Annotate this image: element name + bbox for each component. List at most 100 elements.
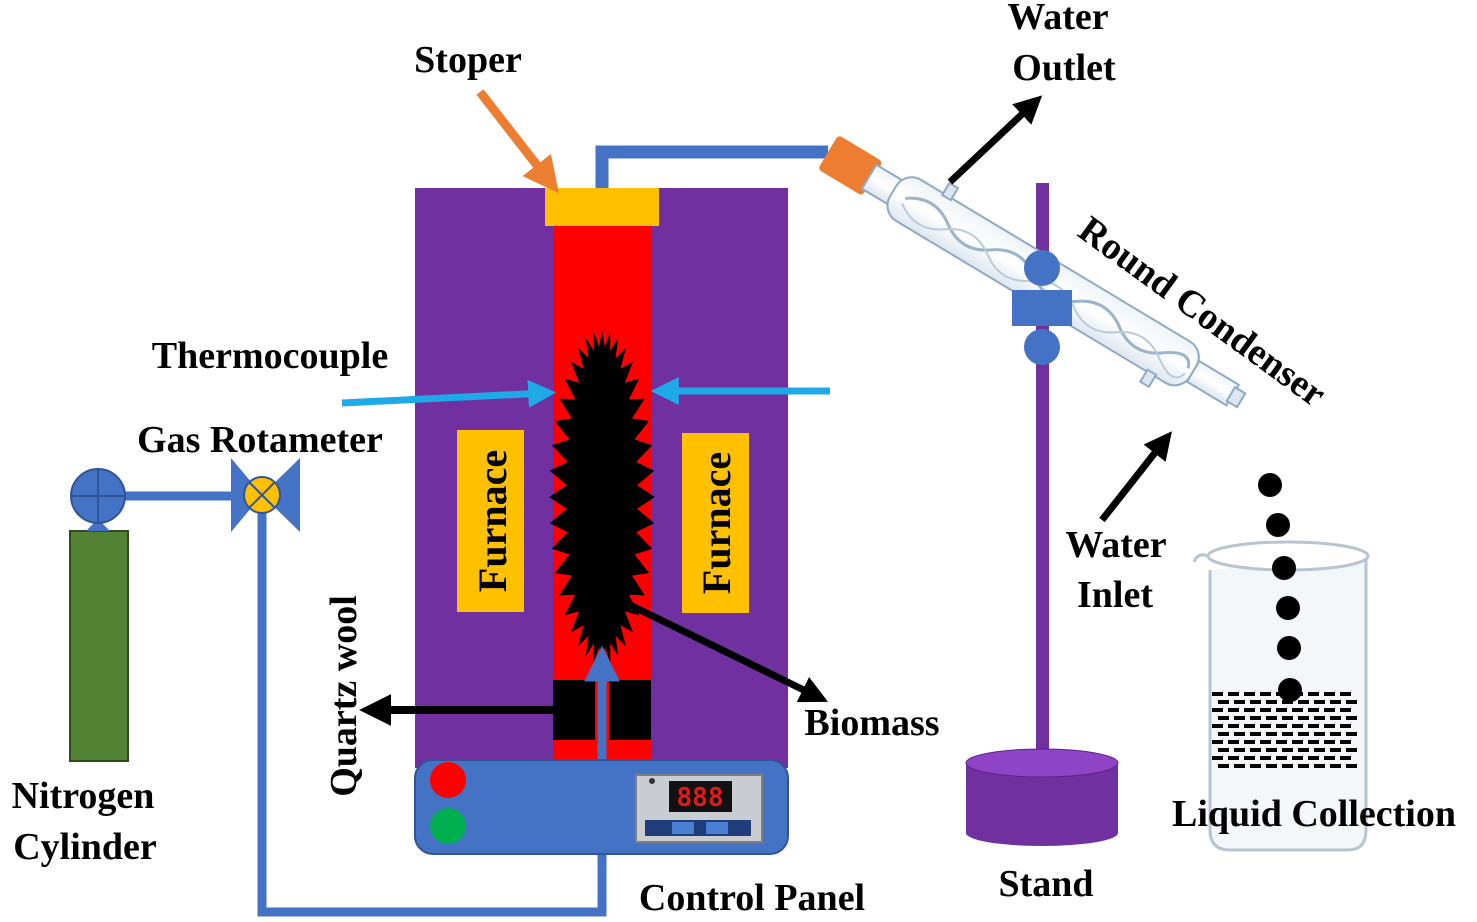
liquid-dash [1250, 748, 1261, 752]
water-inlet-label-line1: Water [1065, 524, 1166, 566]
liquid-dash [1212, 740, 1223, 744]
display-digits: 888 [677, 783, 724, 813]
liquid-dash [1276, 708, 1287, 712]
liquid-dash [1298, 764, 1309, 768]
liquid-dash [1314, 748, 1325, 752]
liquid-dash [1292, 724, 1303, 728]
liquid-dash [1292, 708, 1303, 712]
liquid-dash [1298, 732, 1309, 736]
liquid-dash [1282, 700, 1293, 704]
liquid-dash [1276, 740, 1287, 744]
liquid-dash [1218, 748, 1229, 752]
liquid-dash [1250, 764, 1261, 768]
liquid-dash [1308, 692, 1319, 696]
stoper-label: Stoper [414, 39, 522, 81]
liquid-dash [1212, 756, 1223, 760]
biomass-arrow [618, 596, 829, 703]
liquid-dash [1292, 756, 1303, 760]
red-indicator-icon[interactable] [430, 762, 466, 798]
liquid-dash [1218, 716, 1229, 720]
quartz-wool-plug [553, 680, 651, 740]
liquid-dash [1324, 756, 1335, 760]
liquid-dash [1346, 764, 1357, 768]
water-outlet-label-line2: Outlet [1012, 47, 1116, 89]
droplet [1258, 473, 1282, 497]
droplet [1278, 678, 1302, 702]
liquid-dash [1340, 756, 1351, 760]
gas-rotameter-label: Gas Rotameter [137, 419, 383, 461]
water-outlet-arrow [947, 95, 1043, 185]
nitrogen-label-line1: Nitrogen [12, 775, 155, 817]
stoper-arrow [476, 89, 559, 194]
liquid-dash [1228, 692, 1239, 696]
liquid-dash [1244, 708, 1255, 712]
liquid-dash [1346, 748, 1357, 752]
liquid-dash [1212, 708, 1223, 712]
liquid-dash [1266, 764, 1277, 768]
nitrogen-cylinder [69, 468, 129, 762]
up-button-icon[interactable] [706, 822, 728, 834]
liquid-dash [1308, 708, 1319, 712]
liquid-dash [1266, 748, 1277, 752]
control-panel-label: Control Panel [639, 877, 865, 919]
liquid-dash [1250, 732, 1261, 736]
liquid-dash [1314, 716, 1325, 720]
liquid-dash [1330, 764, 1341, 768]
liquid-dash [1314, 764, 1325, 768]
quartz-wool-label: Quartz wool [323, 595, 365, 797]
liquid-dash [1282, 748, 1293, 752]
thermocouple-label: Thermocouple [152, 335, 388, 377]
liquid-dash [1346, 700, 1357, 704]
liquid-dash [1260, 724, 1271, 728]
liquid-dash [1298, 700, 1309, 704]
liquid-dash [1234, 716, 1245, 720]
liquid-dash [1228, 724, 1239, 728]
vapor-pipe [595, 145, 828, 188]
liquid-dash [1308, 740, 1319, 744]
liquid-dash [1346, 716, 1357, 720]
liquid-droplets [1258, 473, 1302, 702]
liquid-dash [1298, 716, 1309, 720]
droplet [1266, 513, 1290, 537]
liquid-dash [1282, 716, 1293, 720]
droplet [1272, 556, 1296, 580]
collection-beaker [1192, 540, 1370, 852]
liquid-dash [1212, 724, 1223, 728]
liquid-dash [1266, 716, 1277, 720]
liquid-dash [1234, 732, 1245, 736]
nitrogen-label-line2: Cylinder [13, 826, 157, 868]
furnace-label-left: Furnace [470, 450, 515, 592]
green-indicator-icon[interactable] [430, 808, 466, 844]
liquid-dash [1250, 716, 1261, 720]
furnace-label-right: Furnace [694, 452, 739, 594]
liquid-dash [1340, 708, 1351, 712]
droplet [1277, 636, 1301, 660]
liquid-dash [1218, 732, 1229, 736]
liquid-dash [1260, 692, 1271, 696]
down-button-icon[interactable] [672, 822, 694, 834]
liquid-dash [1298, 748, 1309, 752]
liquid-dash [1340, 740, 1351, 744]
stand [965, 183, 1119, 846]
liquid-dash [1324, 692, 1335, 696]
liquid-dash [1234, 700, 1245, 704]
liquid-dash [1244, 724, 1255, 728]
biomass [549, 329, 655, 665]
stand-label: Stand [998, 863, 1093, 905]
water-inlet-arrow [1099, 431, 1172, 523]
liquid-dash [1346, 732, 1357, 736]
liquid-dash [1234, 764, 1245, 768]
liquid-dash [1276, 724, 1287, 728]
gas-rotameter [231, 458, 300, 532]
liquid-dash [1330, 732, 1341, 736]
stand-clamp [1012, 250, 1072, 365]
liquid-dash [1260, 740, 1271, 744]
liquid-dash [1276, 756, 1287, 760]
stopper [545, 188, 659, 226]
liquid-dash [1340, 692, 1351, 696]
furnace-label-box-right [682, 433, 749, 613]
droplet [1276, 596, 1300, 620]
liquid-dash [1314, 700, 1325, 704]
thermocouple-arrow-left [341, 379, 557, 408]
